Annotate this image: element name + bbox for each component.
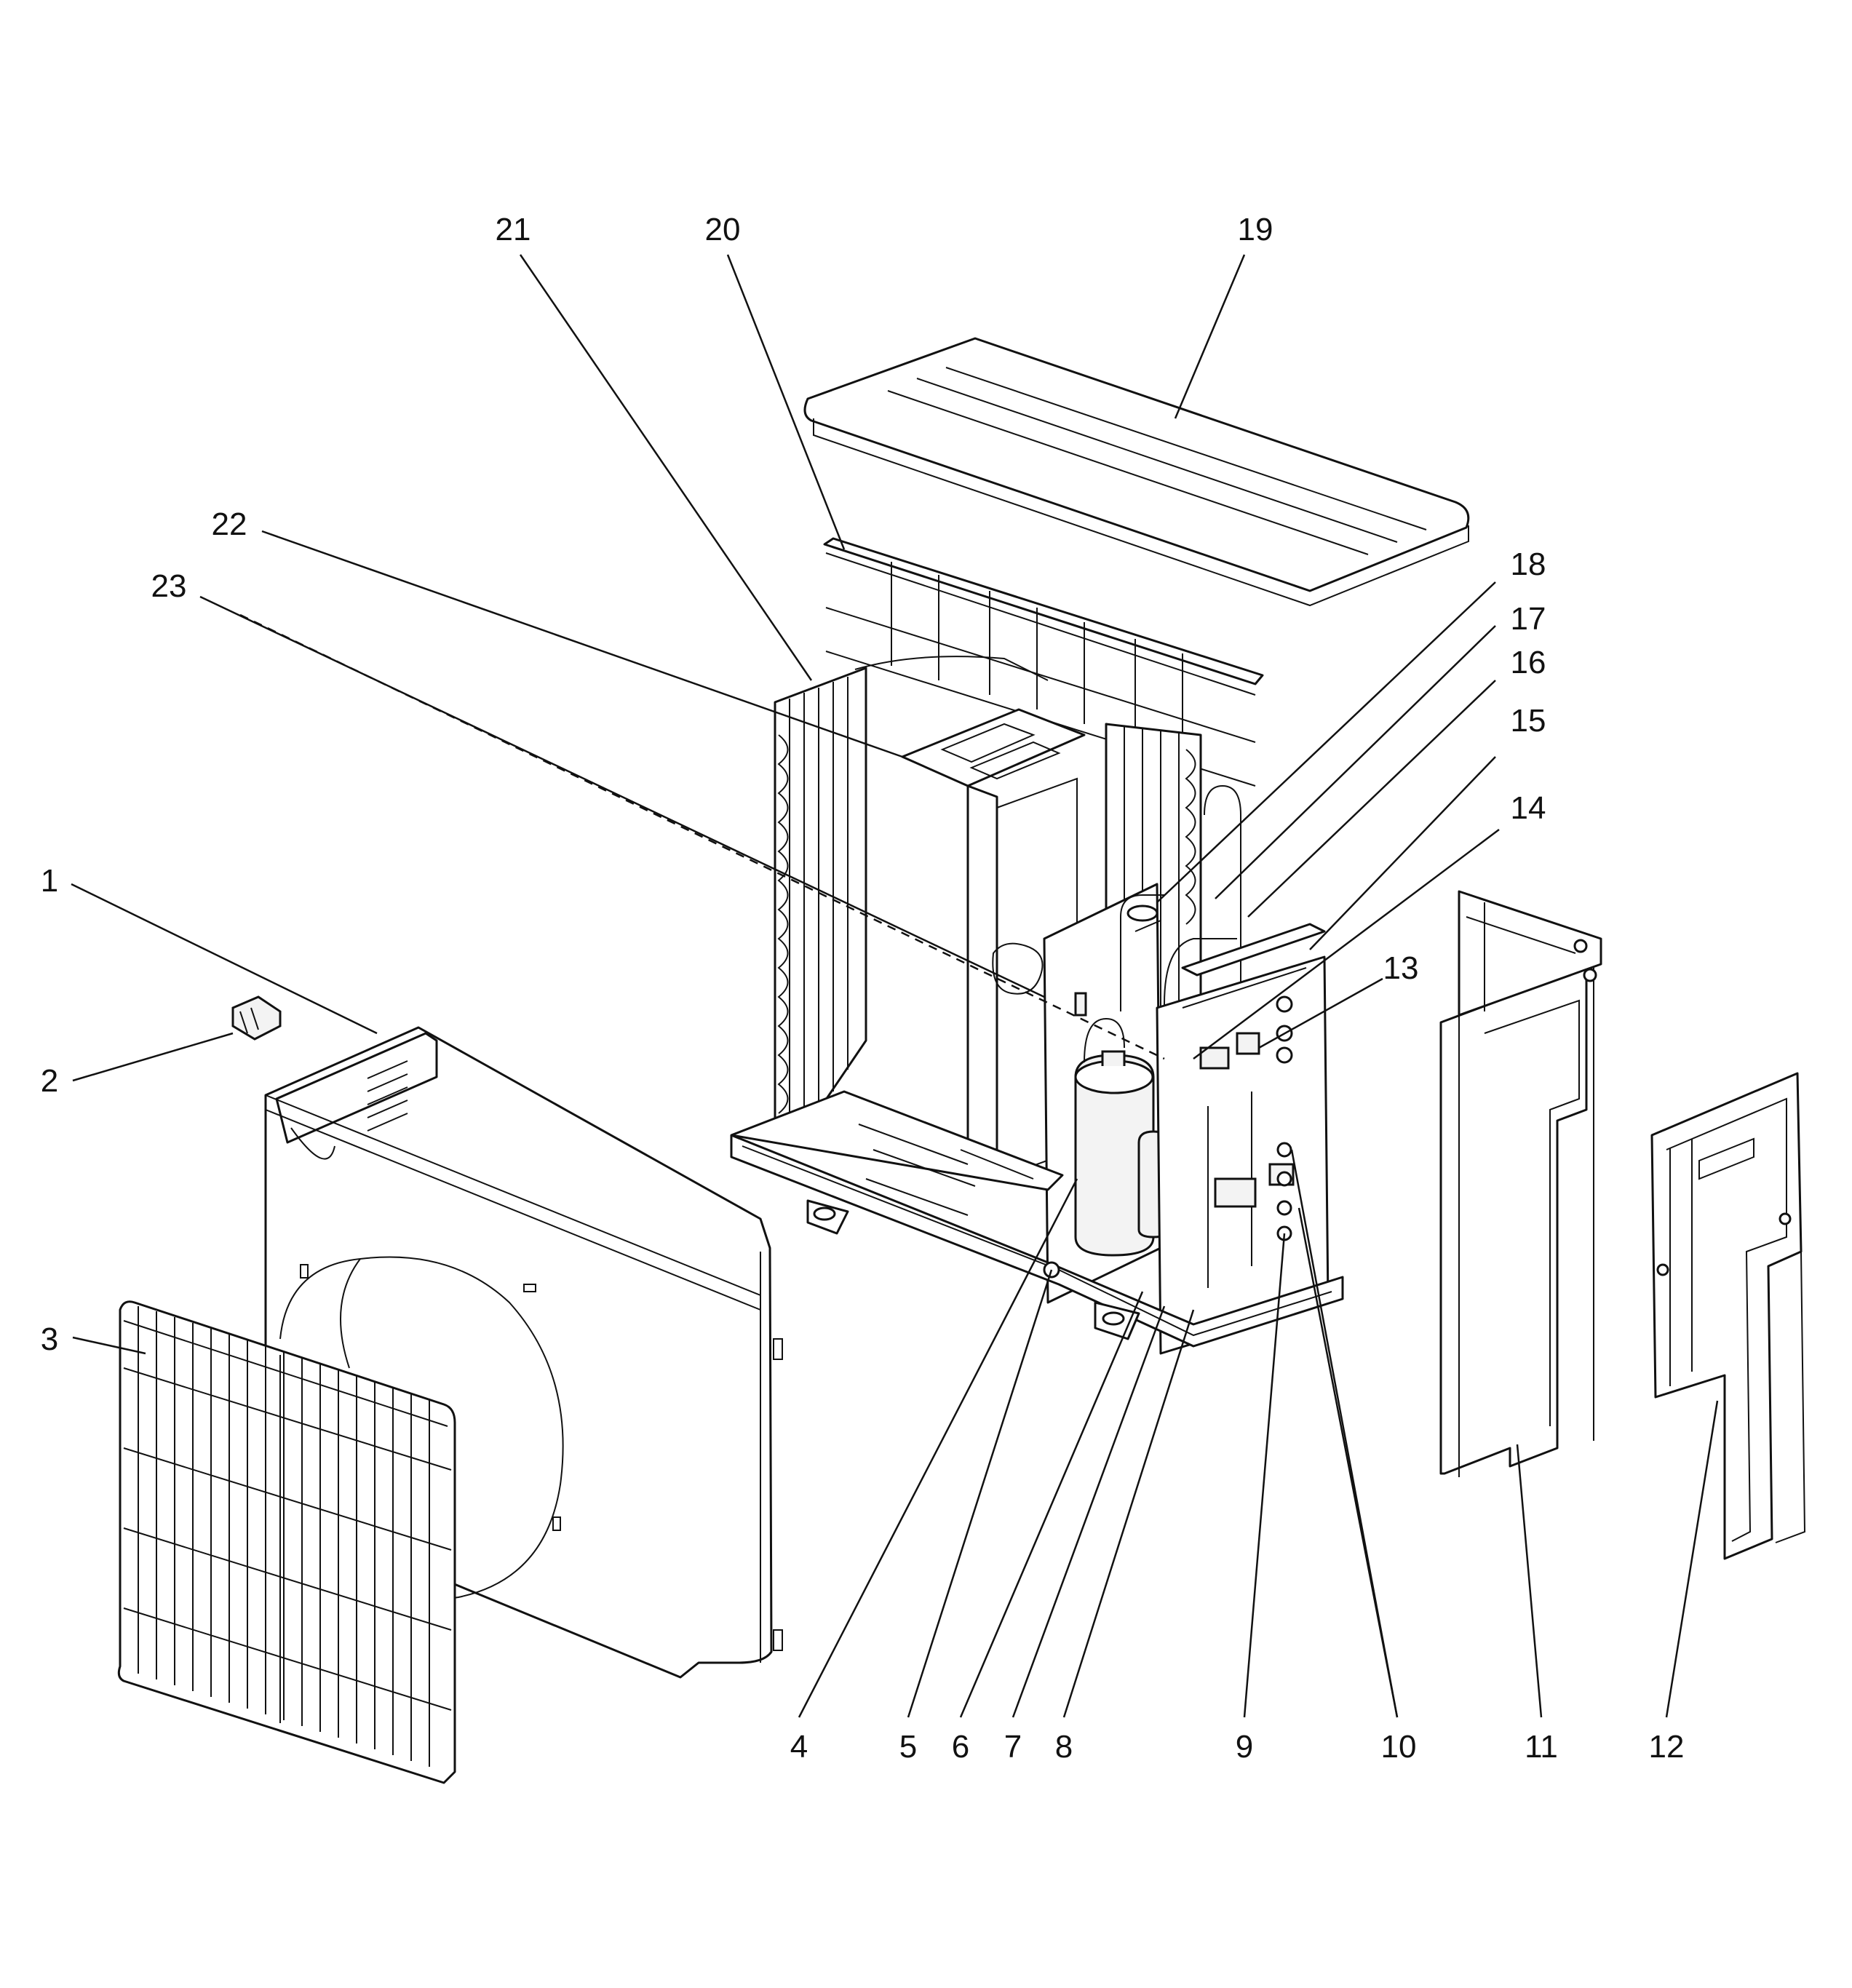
leader-7 bbox=[1012, 1305, 1166, 1718]
motor-support bbox=[901, 708, 1086, 1180]
leader-5 bbox=[907, 1269, 1053, 1718]
clip bbox=[231, 995, 282, 1041]
callout-11: 11 bbox=[1525, 1729, 1558, 1765]
callout-1: 1 bbox=[41, 863, 58, 899]
callout-20: 20 bbox=[705, 212, 741, 247]
leader-13 bbox=[1258, 977, 1383, 1049]
callout-2: 2 bbox=[41, 1063, 58, 1099]
callout-13: 13 bbox=[1383, 950, 1419, 986]
leader-11 bbox=[1516, 1444, 1543, 1718]
leader-15 bbox=[1309, 756, 1496, 950]
callout-3: 3 bbox=[41, 1321, 58, 1357]
leader-9 bbox=[1243, 1233, 1286, 1718]
callout-labels: 1 2 3 4 5 6 7 8 9 10 11 12 13 14 15 16 1… bbox=[41, 212, 1685, 1765]
callout-8: 8 bbox=[1055, 1729, 1073, 1765]
compressor-assembly bbox=[992, 784, 1330, 1355]
callout-14: 14 bbox=[1511, 790, 1546, 826]
leader-4 bbox=[798, 1178, 1078, 1718]
callout-9: 9 bbox=[1236, 1729, 1253, 1765]
callout-21: 21 bbox=[496, 212, 531, 247]
callout-12: 12 bbox=[1649, 1729, 1685, 1765]
leader-20 bbox=[726, 254, 846, 550]
callout-15: 15 bbox=[1511, 703, 1546, 739]
leader-6 bbox=[959, 1291, 1144, 1718]
callout-23: 23 bbox=[151, 568, 187, 604]
callout-7: 7 bbox=[1004, 1729, 1022, 1765]
callout-22: 22 bbox=[212, 506, 247, 542]
leader-8 bbox=[1062, 1309, 1195, 1718]
leader-19 bbox=[1174, 254, 1246, 419]
top-stay bbox=[823, 537, 1264, 787]
leader-18 bbox=[1156, 581, 1496, 903]
fan-grille bbox=[117, 1300, 456, 1784]
leader-21 bbox=[519, 254, 813, 681]
leader-12 bbox=[1665, 1400, 1719, 1718]
leader-17 bbox=[1215, 625, 1496, 899]
callout-16: 16 bbox=[1511, 645, 1546, 680]
leader-lines bbox=[71, 254, 1719, 1718]
callout-4: 4 bbox=[790, 1729, 808, 1765]
callout-18: 18 bbox=[1511, 546, 1546, 582]
callout-19: 19 bbox=[1238, 212, 1273, 247]
callout-5: 5 bbox=[899, 1729, 917, 1765]
leader-14 bbox=[1193, 829, 1500, 1059]
right-side-panel bbox=[1439, 890, 1602, 1477]
callout-6: 6 bbox=[952, 1729, 969, 1765]
leader-1 bbox=[71, 883, 378, 1035]
callout-17: 17 bbox=[1511, 601, 1546, 637]
base-pan bbox=[730, 1090, 1344, 1348]
leader-3 bbox=[72, 1336, 146, 1355]
control-cover bbox=[1650, 1072, 1806, 1560]
leader-10b bbox=[1297, 1207, 1399, 1718]
leader-23b bbox=[239, 613, 1165, 1060]
top-cover bbox=[803, 337, 1470, 607]
leader-16 bbox=[1247, 680, 1496, 918]
leader-22 bbox=[261, 530, 903, 758]
callout-10: 10 bbox=[1381, 1729, 1417, 1765]
leader-2 bbox=[72, 1032, 234, 1082]
